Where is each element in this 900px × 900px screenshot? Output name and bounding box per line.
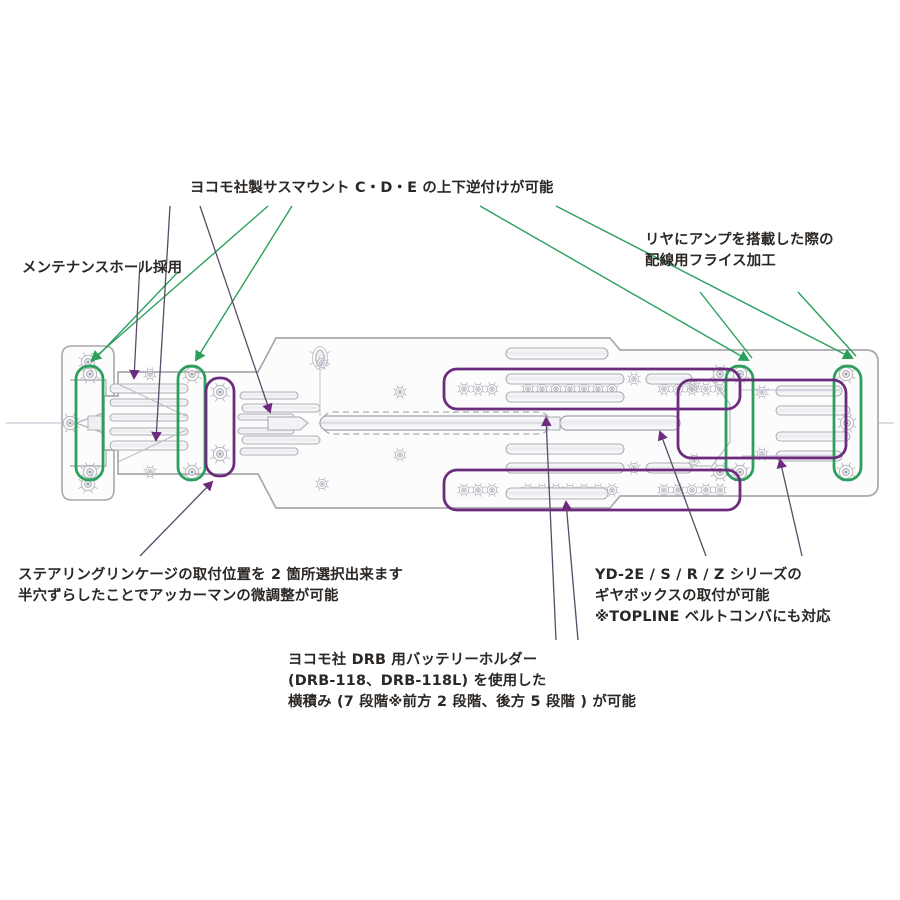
- annotation-gearbox-yd2-line-1: YD-2E / S / R / Z シリーズの: [595, 567, 803, 583]
- front-mid-slots: [241, 403, 321, 445]
- arrow-maintenance-upper: [129, 261, 141, 380]
- leader-susmount-rear-left: [479, 205, 750, 361]
- leader-amp-milling-a: [699, 291, 753, 359]
- steering-linkage-holes: [210, 382, 299, 464]
- arrow-center-slot: [199, 205, 273, 414]
- annotation-susmount-line-1: ヨコモ社製サスマウント C・D・E の上下逆付けが可能: [190, 180, 554, 196]
- green-rear-right-mount: [832, 364, 863, 482]
- arrow-gearbox-left: [657, 430, 707, 557]
- leader-susmount-left: [90, 205, 269, 362]
- annotation-steering-linkage-line-2: 半穴ずらしたことでアッカーマンの微調整が可能: [18, 587, 339, 604]
- purple-battery-bottom: [442, 468, 742, 512]
- rear-rail-lines: [742, 389, 840, 457]
- leader-susmount-mid: [194, 205, 293, 362]
- annotation-gearbox-yd2: YD-2E / S / R / Z シリーズのギヤボックスの取付が可能 ※TOPL…: [595, 565, 831, 628]
- arrow-steering-linkage: [139, 480, 214, 557]
- leader-line-layer: [90, 205, 857, 641]
- annotation-susmount: ヨコモ社製サスマウント C・D・E の上下逆付けが可能: [190, 178, 554, 199]
- purple-gearbox: [676, 378, 848, 460]
- annotation-gearbox-yd2-line-3: ※TOPLINE ベルトコンバにも対応: [595, 608, 831, 625]
- annotation-rear-amp-milling-line-1: リヤにアンプを搭載した際の: [645, 232, 834, 248]
- annotation-gearbox-yd2-line-2: ギヤボックスの取付が可能: [595, 587, 770, 604]
- annotation-battery-holder-line-2: (DRB-118、DRB-118L) を使用した: [288, 672, 547, 689]
- highlight-layer: [74, 364, 863, 512]
- annotation-rear-amp-milling-line-2: 配線用フライス加工: [645, 252, 776, 269]
- purple-battery-top: [442, 367, 742, 411]
- annotation-battery-holder-line-3: 横積み (7 段階※前方 2 段階、後方 5 段階 ) が可能: [288, 693, 637, 710]
- annotation-battery-holder-line-1: ヨコモ社 DRB 用バッテリーホルダー: [288, 652, 538, 668]
- annotation-steering-linkage-line-1: ステアリングリンケージの取付位置を 2 箇所選択出来ます: [18, 567, 404, 583]
- arrow-maintenance-lower: [151, 205, 171, 442]
- purple-steering-linkage: [204, 376, 236, 478]
- annotation-battery-holder: ヨコモ社 DRB 用バッテリーホルダー (DRB-118、DRB-118L) を使…: [288, 650, 636, 713]
- annotation-maintenance-hole: メンテナンスホール採用: [22, 258, 182, 279]
- chassis-drawing: [6, 337, 894, 509]
- arrow-battery-bottom: [561, 500, 579, 641]
- arrow-battery-top: [541, 416, 557, 641]
- annotation-steering-linkage: ステアリングリンケージの取付位置を 2 箇所選択出来ます半穴ずらしたことでアッカ…: [18, 565, 403, 607]
- arrow-gearbox-right: [776, 458, 803, 557]
- annotation-rear-amp-milling: リヤにアンプを搭載した際の配線用フライス加工: [645, 230, 834, 272]
- green-front-left-mount: [74, 364, 105, 482]
- annotation-maintenance-hole-line-1: メンテナンスホール採用: [22, 260, 183, 276]
- leader-susmount-rear-right: [555, 205, 854, 360]
- leader-amp-milling-b: [797, 291, 857, 357]
- leader-maintenance-hole: [91, 271, 179, 363]
- front-maintenance-slots: [80, 364, 202, 482]
